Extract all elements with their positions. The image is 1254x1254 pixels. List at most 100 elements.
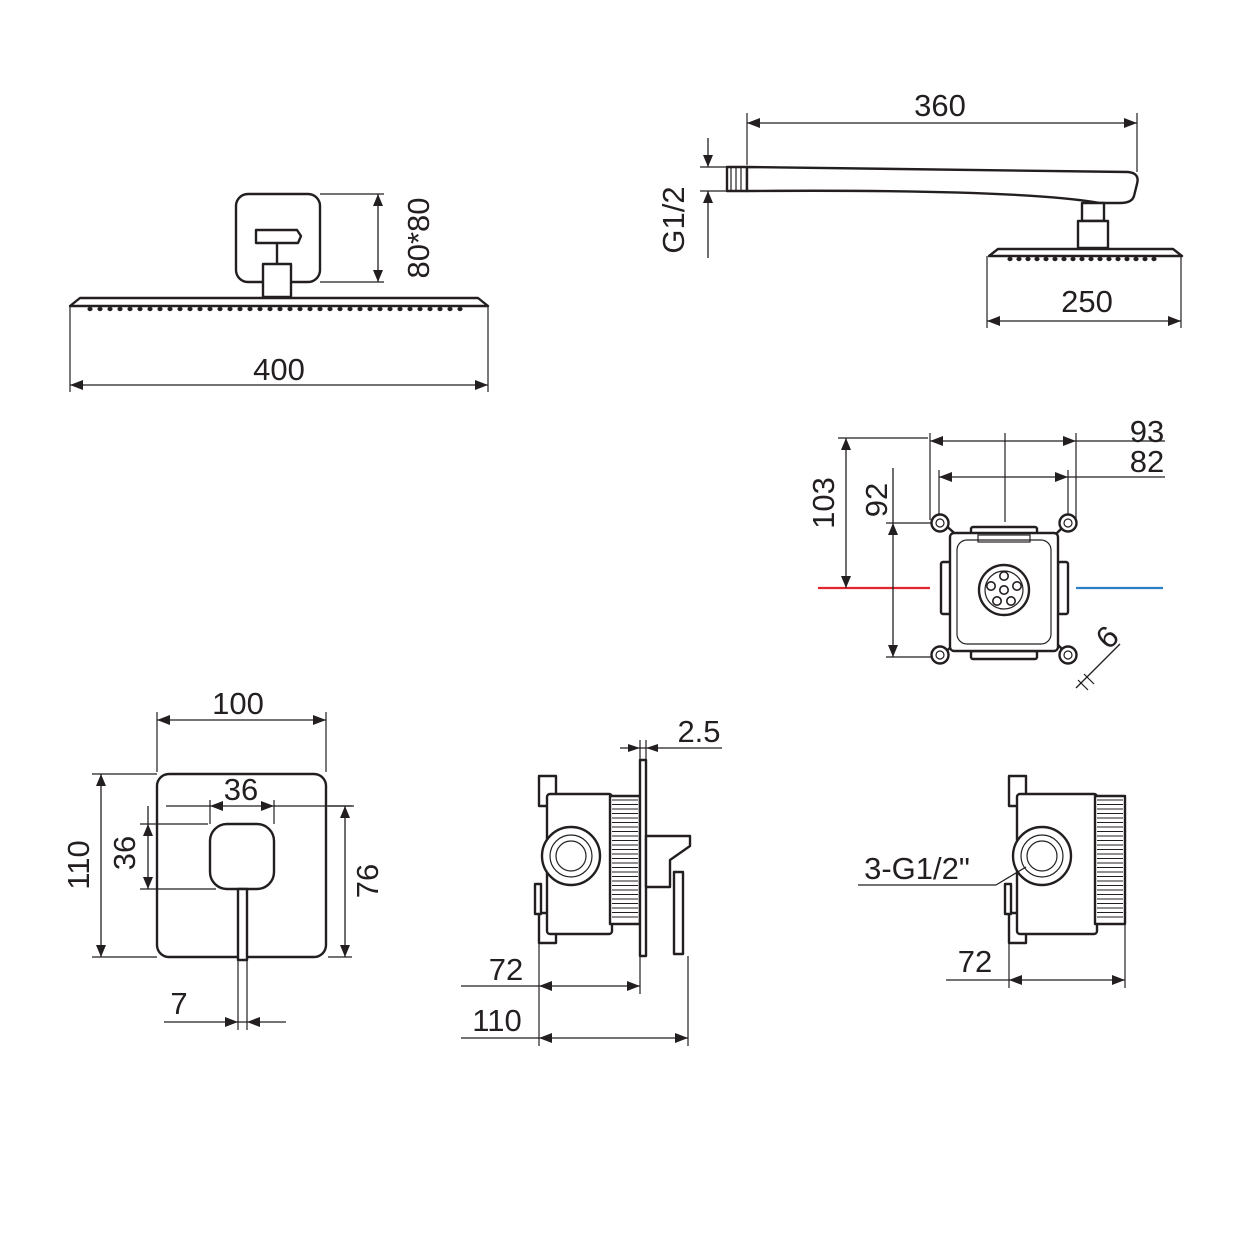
nozzle: [1007, 256, 1013, 262]
total-depth-dimension: 110: [461, 956, 689, 1046]
nozzle: [87, 306, 93, 312]
nozzle: [97, 306, 103, 312]
nozzle: [407, 306, 413, 312]
thread-lines: [1097, 799, 1123, 918]
nozzle: [247, 306, 253, 312]
nozzle: [287, 306, 293, 312]
cover-plate-front-view: 100 36 110 36: [61, 686, 385, 1030]
lever-dimension: 7: [164, 960, 286, 1030]
cartridge-hole: [985, 580, 996, 591]
inner-width-dimension: 82: [938, 444, 1165, 515]
nozzle: [1115, 256, 1121, 262]
valve-side-bare-view: 3-G1/2" 72: [858, 774, 1127, 988]
total-depth-label: 110: [472, 1003, 521, 1038]
thread-lines: [612, 799, 638, 918]
nozzle: [327, 306, 333, 312]
nozzle: [207, 306, 213, 312]
nozzle: [177, 306, 183, 312]
inner-height-dimension: 92: [859, 468, 932, 658]
bare-body-depth-dimension: 72: [946, 924, 1126, 988]
handle-center-label: 76: [350, 864, 385, 898]
nozzle: [457, 306, 463, 312]
arm-length-label: 360: [914, 88, 966, 123]
head-depth-dimension: 250: [986, 256, 1182, 328]
nozzle: [397, 306, 403, 312]
cartridge-hole: [998, 584, 1009, 595]
ear-label: 6: [1089, 619, 1126, 656]
nozzle: [357, 306, 363, 312]
valve-body-front-view: 93 82 103 92: [806, 414, 1165, 691]
nozzle: [377, 306, 383, 312]
head-width-dimension: 400: [69, 306, 489, 392]
nozzle: [1079, 256, 1085, 262]
handle-width-dimension: 36: [166, 772, 354, 824]
nozzle: [277, 306, 283, 312]
nozzle-row: [87, 306, 463, 312]
thread-label: G1/2: [656, 186, 691, 253]
nozzle: [1034, 256, 1040, 262]
cartridge-holes: [985, 570, 1022, 606]
nozzle: [237, 306, 243, 312]
body-depth-label: 72: [489, 952, 523, 987]
nozzle: [257, 306, 263, 312]
nozzle: [337, 306, 343, 312]
nozzle: [147, 306, 153, 312]
mount-ear: [1058, 513, 1078, 533]
plate-width-label: 100: [212, 686, 264, 721]
nozzle: [267, 306, 273, 312]
nozzle: [227, 306, 233, 312]
nozzle: [1097, 256, 1103, 262]
cartridge-hole: [998, 570, 1009, 581]
nozzle: [387, 306, 393, 312]
plate-height-dimension: 110: [61, 773, 157, 958]
cartridge-hole: [1011, 580, 1022, 591]
outer-height-label: 103: [806, 477, 841, 529]
plate-thickness-dimension: 2.5: [620, 714, 722, 760]
nozzle: [1106, 256, 1112, 262]
outer-width-dimension: 93: [929, 414, 1165, 520]
connection-label: 3-G1/2": [864, 851, 970, 886]
plate-thickness-label: 2.5: [677, 714, 720, 749]
nozzle: [417, 306, 423, 312]
nozzle: [187, 306, 193, 312]
body-depth-dimension: 72: [461, 943, 641, 1046]
nozzle: [317, 306, 323, 312]
nozzle: [217, 306, 223, 312]
valve-side-trim-view: 2.5 72 110: [461, 714, 722, 1046]
plate-width-dimension: 100: [156, 686, 327, 772]
handle-width-label: 36: [224, 772, 258, 807]
nozzle: [127, 306, 133, 312]
nozzle: [297, 306, 303, 312]
mount-ear: [930, 513, 950, 533]
shower-head-front-view: 80*80 400: [68, 192, 490, 392]
bare-body-depth-label: 72: [958, 944, 992, 979]
arm-length-dimension: 360: [746, 88, 1138, 172]
nozzle: [1025, 256, 1031, 262]
outer-width-label: 93: [1130, 414, 1164, 449]
nozzle-row: [1007, 256, 1157, 262]
nozzle: [437, 306, 443, 312]
flange-dimension: 80*80: [320, 193, 436, 283]
plate-height-label: 110: [61, 840, 96, 889]
ear-dimension: 6: [1075, 619, 1126, 691]
nozzle: [1142, 256, 1148, 262]
nozzle: [1151, 256, 1157, 262]
nozzle: [137, 306, 143, 312]
handle-center-dimension: 76: [328, 805, 385, 958]
nozzle: [447, 306, 453, 312]
head-depth-label: 250: [1061, 284, 1113, 319]
nozzle: [1052, 256, 1058, 262]
nozzle: [307, 306, 313, 312]
nozzle: [167, 306, 173, 312]
nozzle: [1124, 256, 1130, 262]
nozzle: [157, 306, 163, 312]
mount-ear: [1058, 645, 1078, 665]
nozzle: [1088, 256, 1094, 262]
nozzle: [427, 306, 433, 312]
inner-height-label: 92: [859, 483, 894, 517]
head-width-label: 400: [253, 352, 305, 387]
nozzle: [367, 306, 373, 312]
cartridge-hole: [1005, 595, 1016, 606]
mount-ear: [930, 645, 950, 665]
